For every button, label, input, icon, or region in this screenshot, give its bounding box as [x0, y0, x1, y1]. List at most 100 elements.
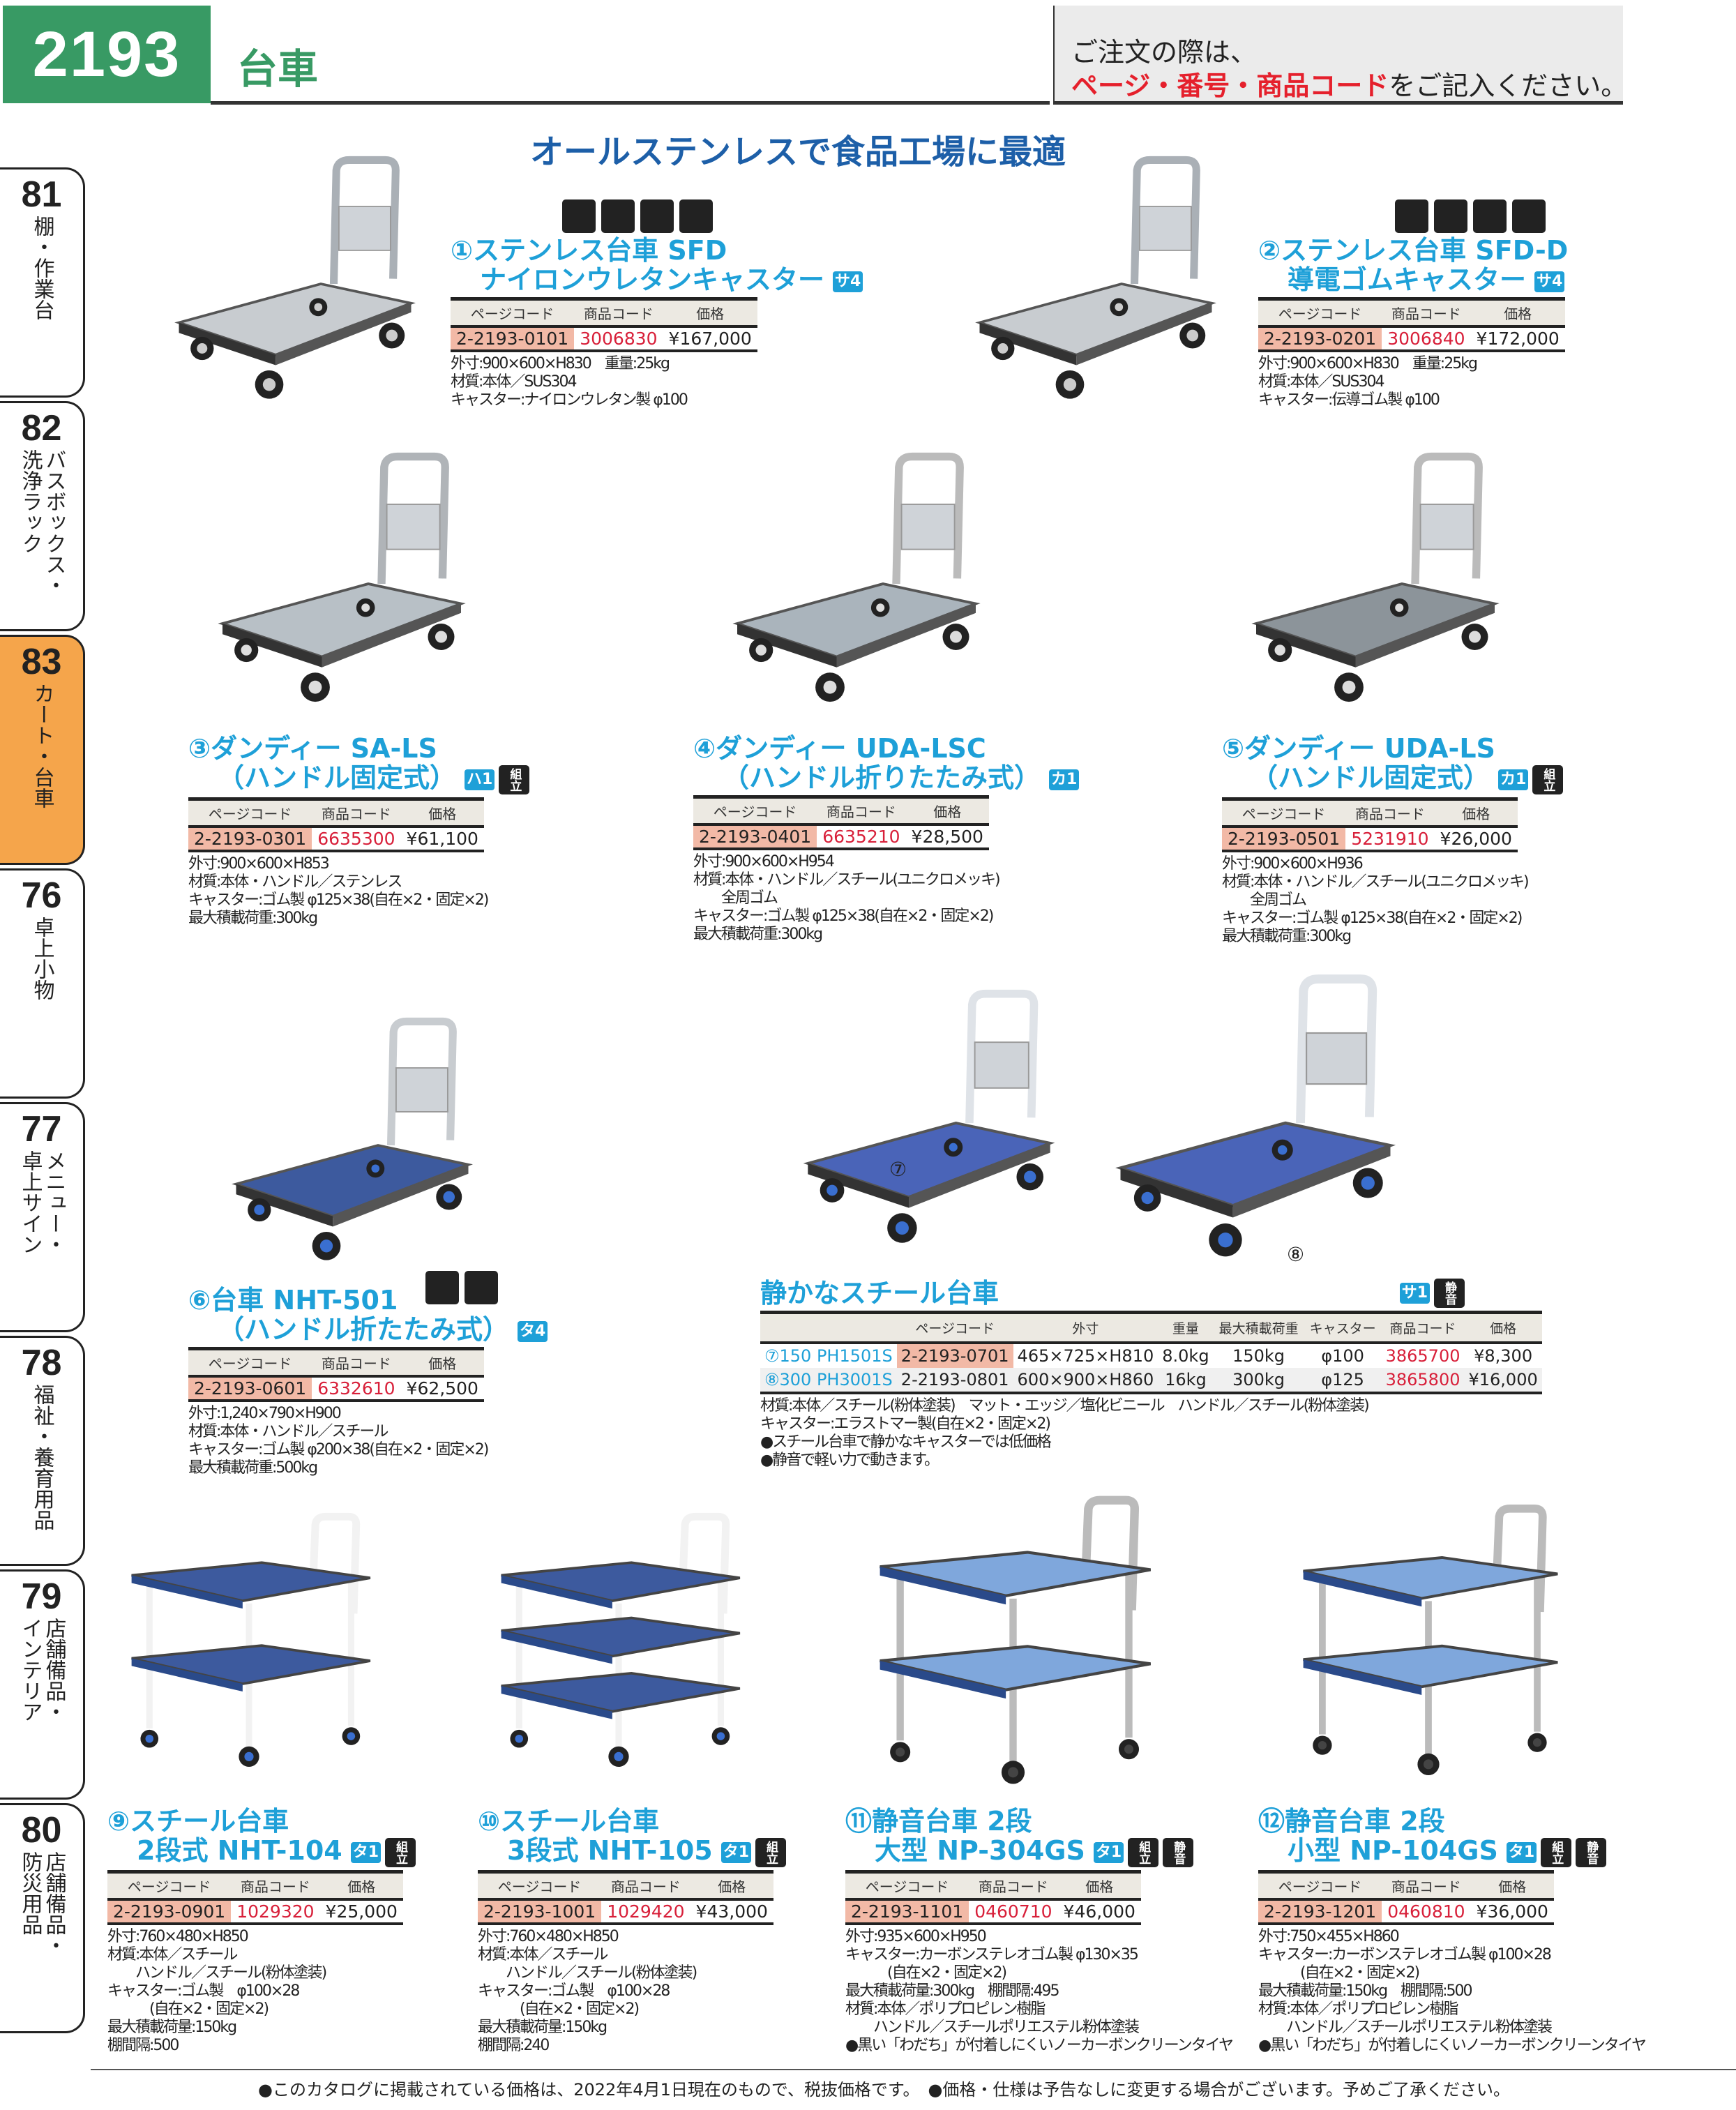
cart-deck: [803, 1122, 1055, 1199]
spec-line: (自在×2・固定×2): [1258, 1964, 1420, 1982]
quiet-size: 465×725×H810: [1017, 1346, 1154, 1366]
spec-line: 材質:本体／ポリプロピレン樹脂: [845, 2000, 1046, 2018]
spec-line: 棚間隔:240: [478, 2036, 550, 2054]
header-product-code: 商品コード: [1382, 299, 1471, 328]
product-code: 5231910: [1351, 828, 1429, 849]
size-class-badge: タ4: [518, 1320, 548, 1342]
cart-handle: [329, 156, 400, 285]
caster-hub: [949, 1143, 958, 1152]
header-price: 価格: [1470, 1871, 1554, 1901]
tab-label: 店舗備品・ インテリア: [17, 1618, 66, 1722]
spec-line: 最大積載荷重:300kg: [188, 909, 318, 927]
spec-line: 材質:本体／SUS304: [1258, 373, 1384, 391]
section-subtitle: オールステンレスで食品工場に最適: [530, 133, 1066, 172]
product-title-line2-text: （ハンドル折りたたみ式）: [723, 762, 1041, 793]
deck-edge: [979, 322, 1077, 366]
product-title-line1: ⑩スチール台車: [478, 1806, 660, 1837]
handle-panel: [338, 206, 391, 251]
quiet-notes: 材質:本体／スチール(粉体塗装) マット・エッジ／塩化ビニール ハンドル／スチー…: [760, 1397, 1465, 1470]
page-code: 2-2193-1001: [478, 1899, 602, 1924]
spec-line: 最大積載荷重:500kg: [188, 1459, 318, 1477]
cart-handle: [1296, 974, 1378, 1124]
size-class-badge: カ1: [1049, 769, 1080, 790]
quiet-load: 150kg: [1232, 1346, 1285, 1366]
handle-panel: [900, 504, 956, 550]
shelf-edge: [1303, 1659, 1422, 1695]
cart-product-image: [174, 156, 416, 399]
price: ¥167,000: [668, 329, 752, 349]
cart-shelf: [880, 1645, 1151, 1691]
product-title-line2-text: 3段式 NHT-105: [507, 1835, 713, 1866]
cart-illustration: [803, 989, 1055, 1243]
deck-edge: [909, 1143, 1050, 1208]
cart-handle: [1130, 156, 1200, 285]
footer-divider: [91, 2069, 1736, 2070]
tab-label: 卓上小物: [29, 917, 54, 1000]
cart-shelf: [501, 1616, 741, 1658]
warehouse-icon: [562, 199, 596, 233]
cart-illustration: [1303, 1504, 1558, 1775]
silent-icon: 静音: [1163, 1837, 1194, 1867]
quiet-product-code: 3865800: [1381, 1367, 1465, 1393]
deck-edge: [808, 1163, 909, 1208]
delivery-truck-icon: [601, 199, 635, 233]
caster-hub: [614, 1751, 624, 1761]
spec-line: ●黒い「わだち」が付着しにくいノーカーボンクリーンタイヤ: [845, 2036, 1234, 2054]
tab-number: 76: [21, 875, 62, 916]
caster-hub: [197, 343, 208, 354]
caster-hub: [1361, 1176, 1375, 1190]
caster-hub: [1115, 303, 1124, 312]
spec-line: 材質:本体・ハンドル／スチール: [188, 1423, 388, 1440]
size-class-badge: タ1: [350, 1841, 382, 1863]
cart-handle: [1081, 1495, 1140, 1611]
product-title-line2-text: 小型 NP-104GS: [1288, 1835, 1498, 1866]
price-table-header: ページコード商品コード価格: [188, 1348, 484, 1378]
size-class-badge: サ4: [833, 271, 863, 292]
header-page-code: ページコード: [693, 797, 817, 826]
spec-line: キャスター:ゴム製 φ125×38(自在×2・固定×2): [188, 891, 489, 909]
tab-label: 店舗備品・ 防災用品: [17, 1851, 66, 1956]
quiet-page-code: 2-2193-0701: [896, 1342, 1013, 1368]
caster-hub: [1124, 1744, 1134, 1754]
spec-line: キャスター:カーボンステレオゴム製 φ130×35: [845, 1945, 1139, 1964]
price-table-header: ページコード商品コード価格: [188, 799, 484, 828]
product-title-line2-text: 導電ゴムキャスター: [1288, 264, 1527, 295]
spec-line: 最大積載荷量:150kg: [107, 2018, 237, 2036]
deck-edge: [836, 603, 976, 668]
cart-illustration: [1251, 452, 1500, 702]
deck-edge: [1232, 1145, 1391, 1218]
cart-handle: [892, 452, 964, 585]
silent-icon: 静音: [1576, 1837, 1607, 1867]
assembly-wrench-icon: 組立: [499, 764, 530, 794]
deck-edge: [236, 1184, 333, 1227]
quiet-page-code: 2-2193-0801: [896, 1367, 1013, 1393]
product-title-line1: ⑫静音台車 2段: [1258, 1806, 1445, 1837]
cart-product-image: [1115, 974, 1396, 1257]
page-code: 2-2193-0901: [107, 1899, 232, 1924]
cart-handle: [377, 452, 449, 585]
cart-handle: [1492, 1504, 1547, 1613]
delivery-truck-icon: [465, 1271, 498, 1304]
price: ¥43,000: [695, 1901, 768, 1922]
quiet-product-code: 3865700: [1385, 1346, 1460, 1366]
shelf-edge: [501, 1630, 612, 1664]
spec-line: 外寸:750×455×H860: [1258, 1927, 1400, 1945]
product-title-line1: ④ダンディー UDA-LSC: [693, 733, 986, 764]
